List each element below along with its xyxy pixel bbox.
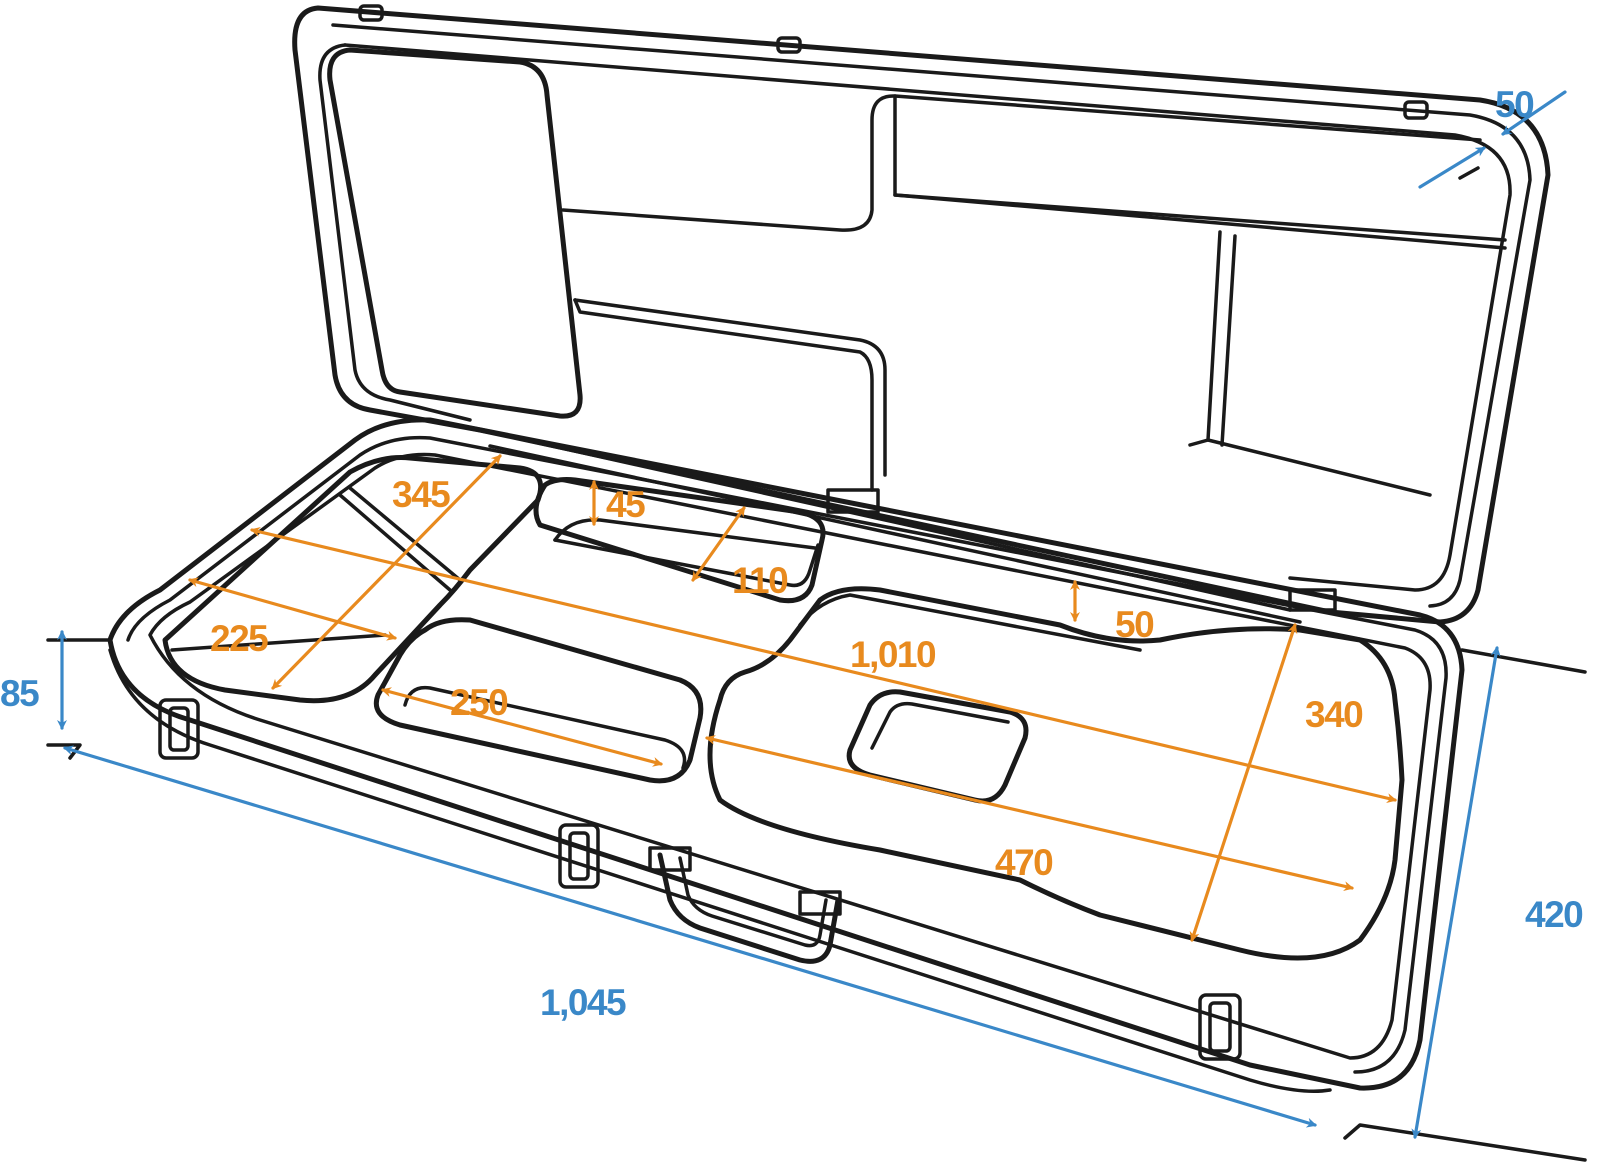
dimension-arrows xyxy=(57,90,1567,1139)
label-total-length: 1,010 xyxy=(850,634,936,675)
label-body-length: 470 xyxy=(995,842,1053,883)
arrow-total-length xyxy=(250,526,1397,804)
label-body-depth: 50 xyxy=(1115,604,1154,645)
interior-labels: 345 45 110 225 250 1,010 50 340 470 xyxy=(210,474,1365,883)
arrow-exterior-width xyxy=(1411,646,1501,1139)
label-head-width: 225 xyxy=(210,618,268,659)
arrow-exterior-length xyxy=(63,745,1317,1128)
label-lid-depth: 50 xyxy=(1495,84,1534,125)
exterior-labels: 85 1,045 420 50 xyxy=(0,84,1585,1023)
latch-middle xyxy=(558,823,600,889)
label-exterior-width: 420 xyxy=(1525,894,1583,935)
label-body-width: 340 xyxy=(1305,694,1363,735)
arrow-lid-depth-b xyxy=(1418,146,1486,189)
label-neck-compartment: 345 xyxy=(392,474,450,515)
label-compartment-width: 110 xyxy=(732,560,788,601)
arrow-body-width xyxy=(1189,623,1298,942)
label-compartment-length: 250 xyxy=(450,682,508,723)
arrow-lid-depth-a xyxy=(1501,90,1567,136)
case-lid xyxy=(292,4,1551,625)
label-exterior-length: 1,045 xyxy=(540,982,626,1023)
label-exterior-height: 85 xyxy=(0,673,39,714)
handle xyxy=(648,846,842,964)
label-compartment-depth: 45 xyxy=(606,484,645,525)
